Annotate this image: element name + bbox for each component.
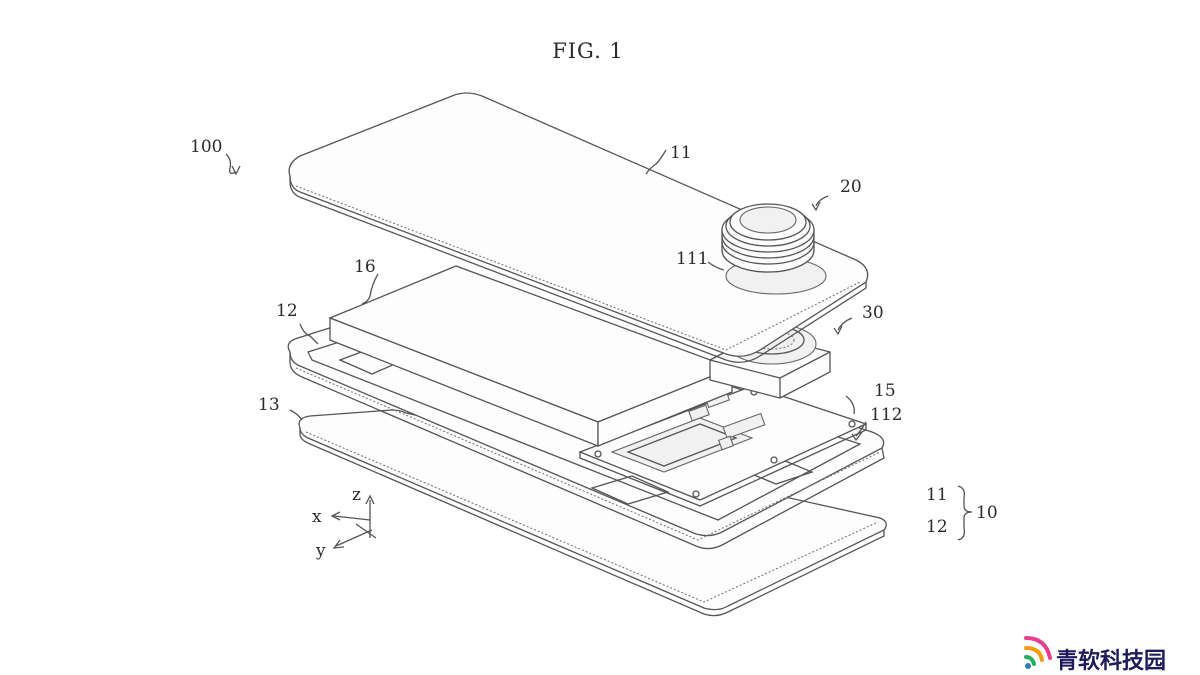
label-16: 16 (354, 257, 376, 277)
circuit-board (578, 385, 868, 507)
watermark: 青软科技园 (1024, 636, 1166, 674)
watermark-logo-icon (1024, 636, 1052, 669)
axis-label-x: x (312, 507, 322, 527)
camera-lens (721, 203, 815, 273)
legend-label-12: 12 (926, 517, 948, 537)
label-112: 112 (870, 405, 902, 425)
legend-label-11: 11 (926, 485, 948, 505)
leader-lines (225, 149, 973, 541)
axis-label-y: y (315, 541, 326, 561)
label-15: 15 (874, 381, 896, 401)
label-12: 12 (276, 301, 298, 321)
label-30: 30 (862, 303, 884, 323)
battery-block (328, 265, 734, 447)
label-20: 20 (840, 177, 862, 197)
watermark-text: 青软科技园 (1056, 648, 1166, 674)
back-cover (298, 409, 887, 617)
legend-label-10: 10 (976, 503, 998, 523)
label-100: 100 (190, 137, 222, 157)
label-13: 13 (258, 395, 280, 415)
axis-label-z: z (352, 485, 361, 505)
axis-indicator (330, 494, 377, 549)
label-11: 11 (670, 143, 692, 163)
label-111: 111 (676, 249, 708, 269)
figure-title: FIG. 1 (552, 39, 624, 63)
